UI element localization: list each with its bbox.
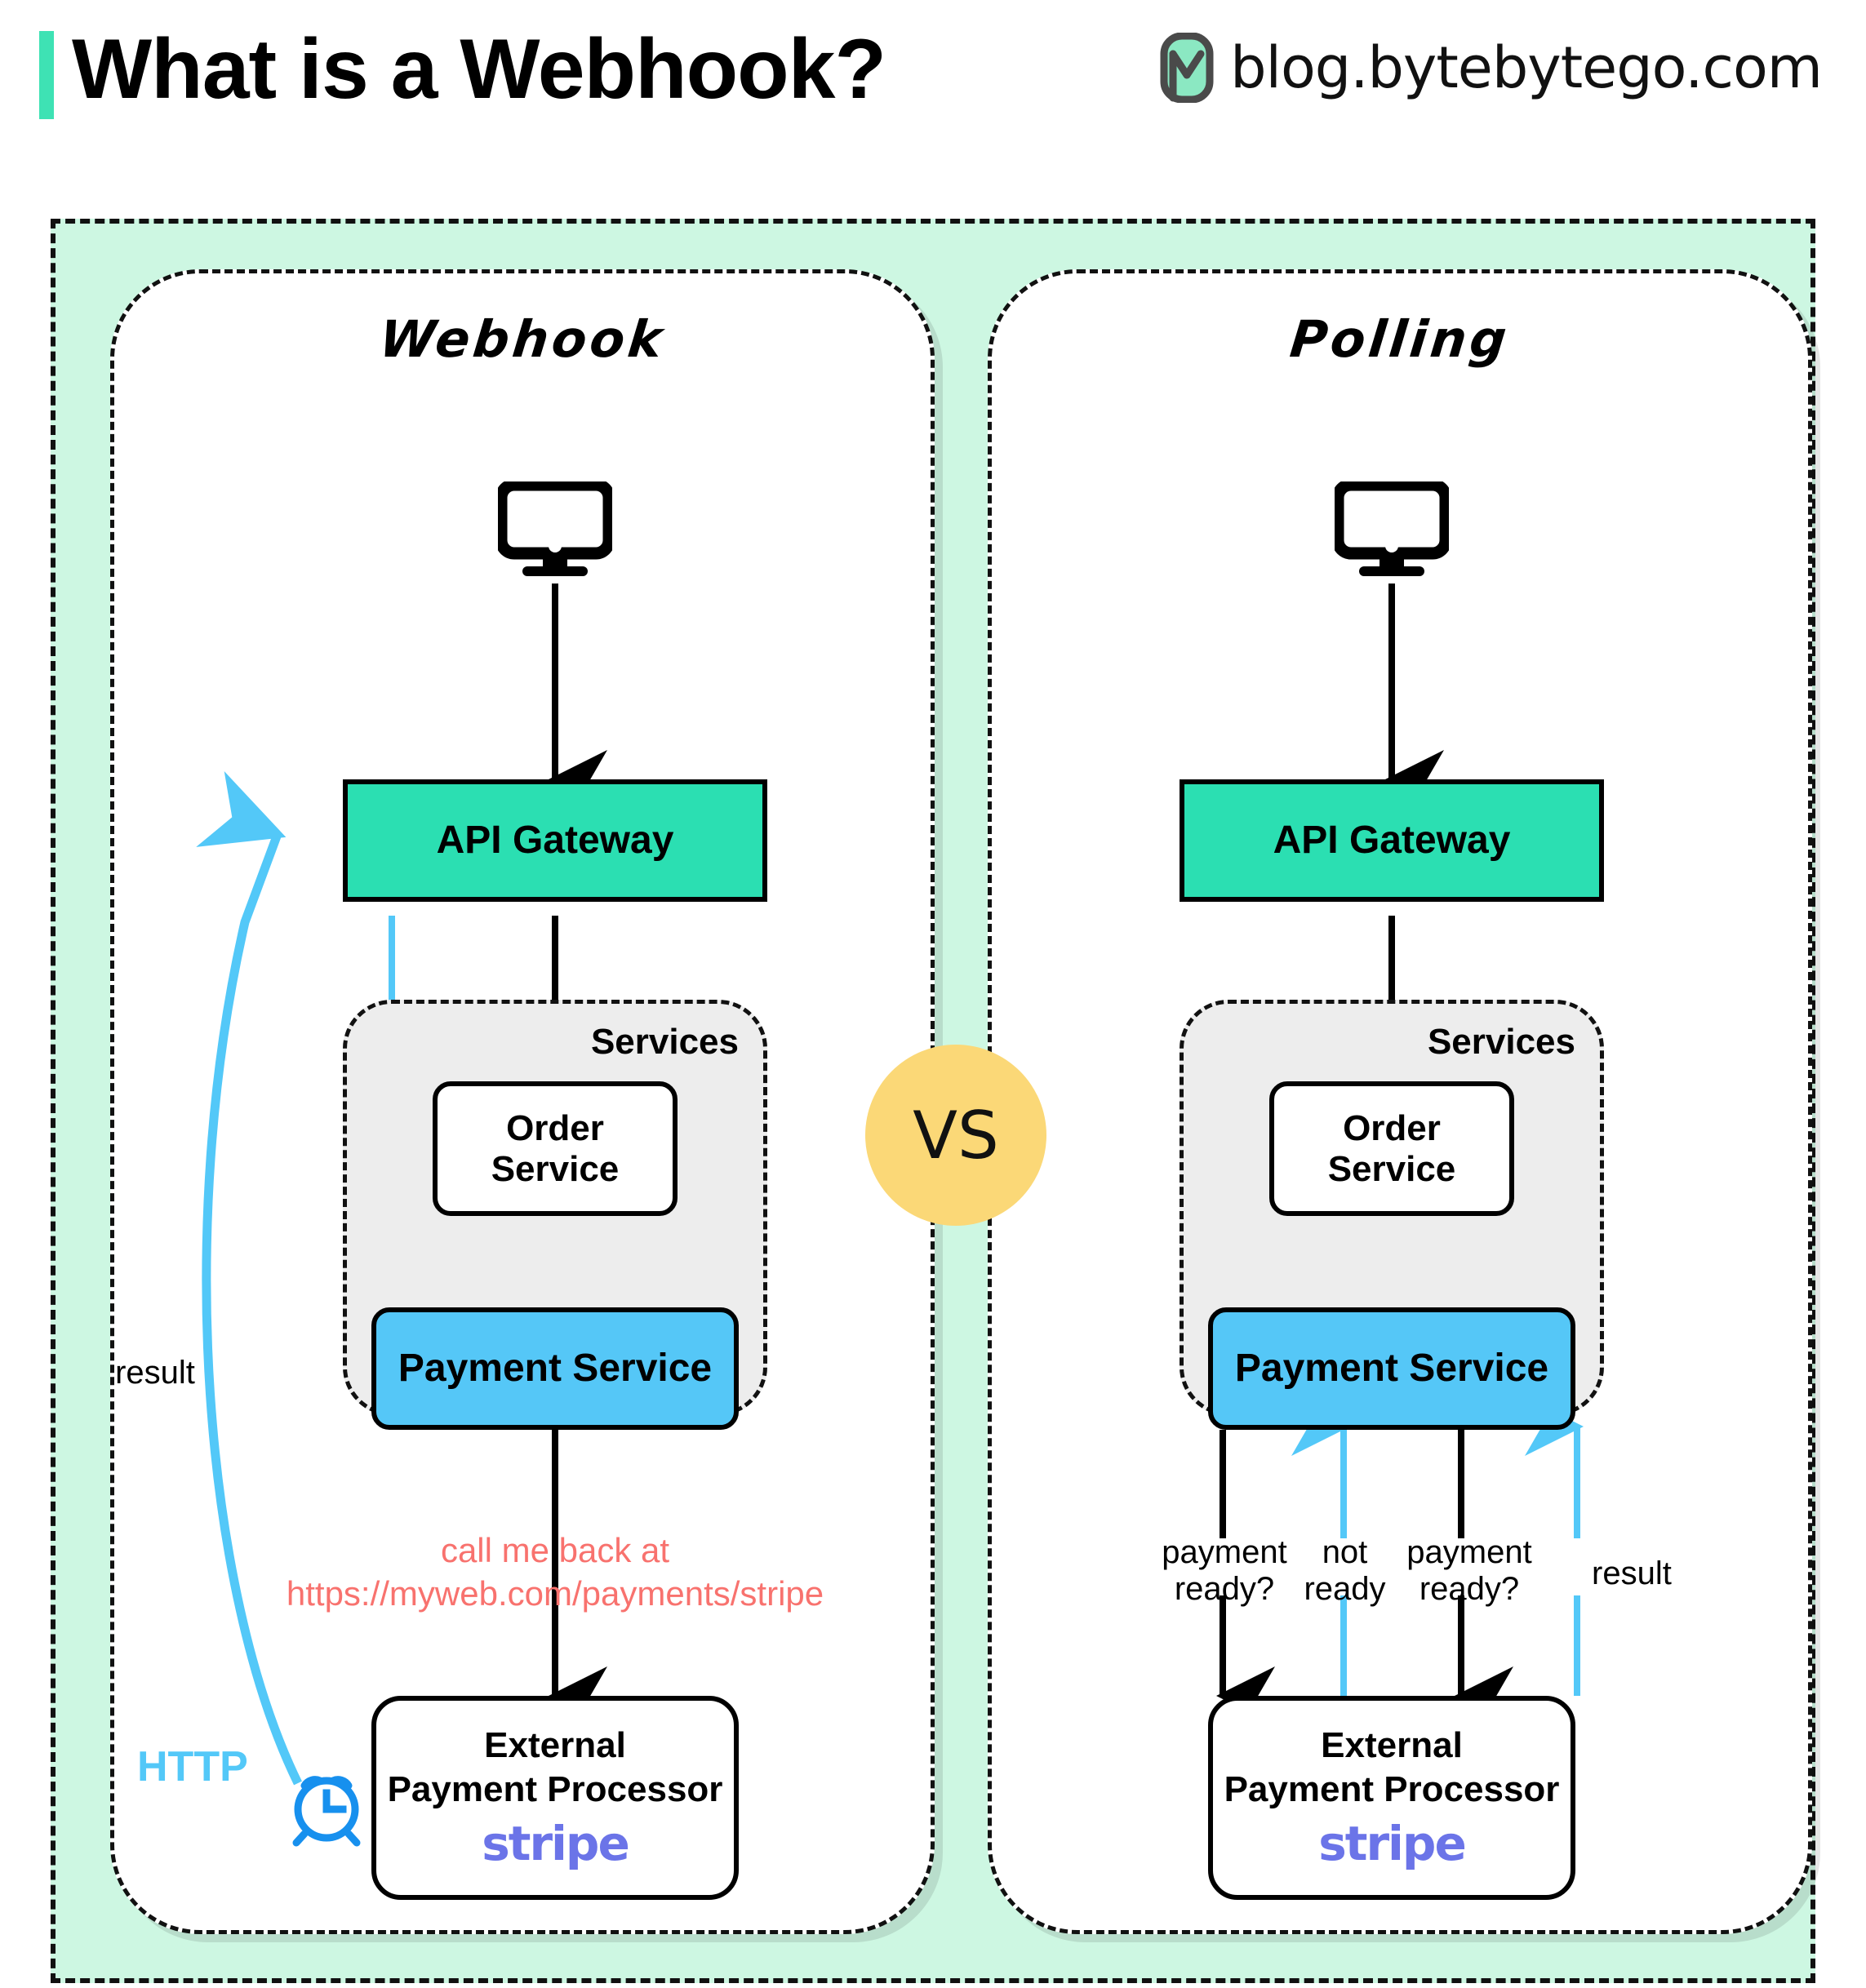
stripe-logo-webhook: stripe — [482, 1815, 630, 1871]
external-payment-processor-webhook[interactable]: External Payment Processor stripe — [371, 1696, 739, 1900]
alarm-clock-icon — [282, 1759, 371, 1848]
poll-label-4: result — [1592, 1555, 1672, 1591]
payment-service-webhook[interactable]: Payment Service — [371, 1307, 739, 1430]
brand-block: blog.bytebytego.com — [1160, 32, 1823, 104]
external-payment-processor-polling[interactable]: External Payment Processor stripe — [1208, 1696, 1575, 1900]
processor-line1-polling: External — [1321, 1725, 1463, 1766]
poll-label-2: not ready — [1304, 1534, 1386, 1607]
result-label-webhook: result — [115, 1355, 195, 1391]
stripe-logo-polling: stripe — [1318, 1815, 1467, 1871]
desktop-monitor-icon-polling — [1331, 478, 1452, 578]
title-accent-bar — [39, 31, 54, 119]
panel-polling-title: Polling — [1287, 309, 1513, 369]
processor-line2-webhook: Payment Processor — [387, 1768, 723, 1809]
processor-line1-webhook: External — [484, 1725, 626, 1766]
api-gateway-polling[interactable]: API Gateway — [1180, 779, 1604, 902]
poll-label-3: payment ready? — [1406, 1534, 1532, 1607]
processor-line2-polling: Payment Processor — [1224, 1768, 1560, 1809]
http-label-webhook: HTTP — [137, 1743, 248, 1791]
brand-url: blog.bytebytego.com — [1230, 34, 1823, 101]
desktop-monitor-icon-webhook — [495, 478, 615, 578]
callback-note-line1: call me back at — [440, 1531, 670, 1569]
panel-webhook-title: Webhook — [376, 309, 669, 369]
services-label-polling: Services — [1427, 1022, 1575, 1062]
api-gateway-webhook[interactable]: API Gateway — [343, 779, 767, 902]
services-label-webhook: Services — [590, 1022, 739, 1062]
page-header: What is a Webhook? blog.bytebytego.com — [0, 0, 1866, 219]
callback-note-line2: https://myweb.com/payments/stripe — [286, 1574, 824, 1613]
vs-badge: VS — [865, 1045, 1046, 1226]
page-title: What is a Webhook? — [72, 22, 886, 117]
poll-label-1: payment ready? — [1162, 1534, 1287, 1607]
order-service-webhook[interactable]: Order Service — [433, 1081, 678, 1216]
bytebytego-logo-icon — [1160, 32, 1214, 104]
order-service-polling[interactable]: Order Service — [1269, 1081, 1514, 1216]
payment-service-polling[interactable]: Payment Service — [1208, 1307, 1575, 1430]
